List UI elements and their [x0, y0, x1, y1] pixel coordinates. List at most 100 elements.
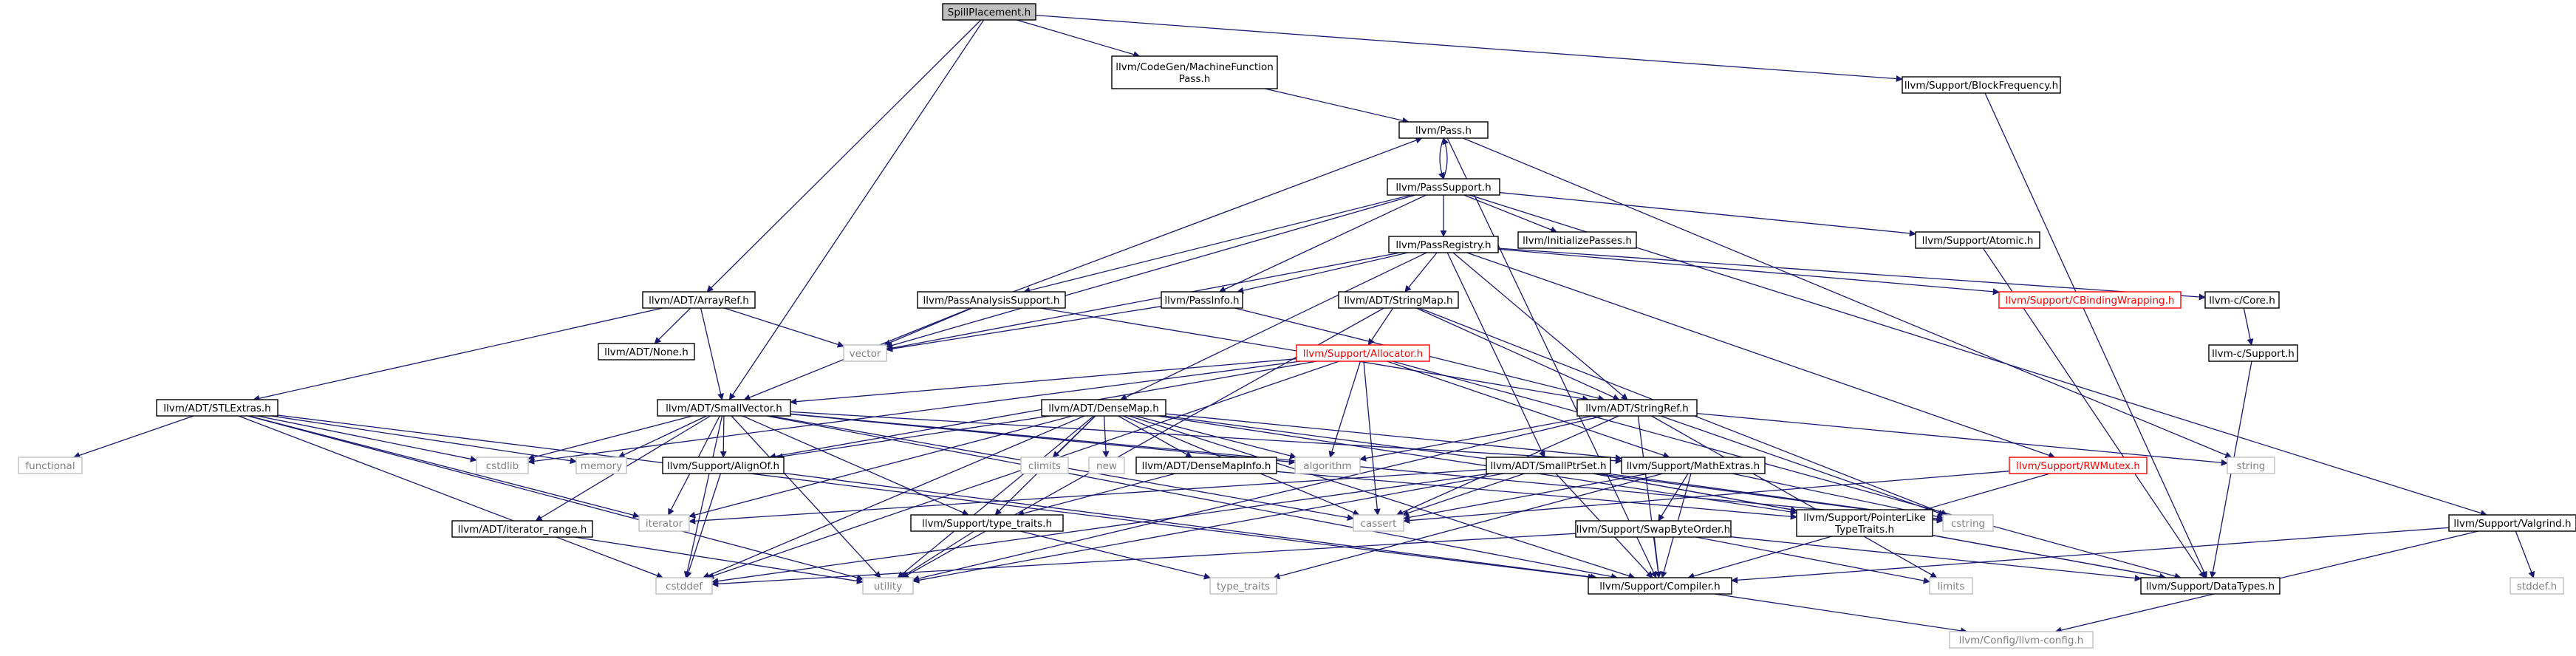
node-stddef: stddef.h — [2510, 577, 2564, 595]
edge-passregistry-to-ccore — [1497, 247, 2206, 301]
node-smallvector[interactable]: llvm/ADT/SmallVector.h — [657, 399, 791, 417]
node-label-functional: functional — [25, 460, 75, 472]
node-box-spill — [942, 3, 1036, 21]
node-box-arrayref — [642, 291, 756, 309]
edge-smallptrset-to-utility — [912, 473, 1504, 584]
node-box-smallptrset — [1486, 457, 1611, 474]
node-stringmap[interactable]: llvm/ADT/StringMap.h — [1338, 291, 1459, 309]
node-box-iterator — [638, 514, 690, 532]
node-iterator: iterator — [638, 514, 690, 532]
node-label-ccore: llvm-c/Core.h — [2209, 295, 2275, 307]
node-rwmutex[interactable]: llvm/Support/RWMutex.h — [2009, 457, 2148, 474]
node-spill[interactable]: SpillPlacement.h — [942, 3, 1036, 21]
node-typetraits[interactable]: llvm/Support/type_traits.h — [910, 514, 1064, 532]
edge-stlextras-to-iterator — [248, 415, 640, 519]
node-box-none — [598, 343, 695, 361]
node-label-initpasses: llvm/InitializePasses.h — [1523, 235, 1632, 247]
node-label-smallptrset: llvm/ADT/SmallPtrSet.h — [1490, 460, 1606, 472]
node-ccore[interactable]: llvm-c/Core.h — [2204, 291, 2280, 309]
node-valgrind[interactable]: llvm/Support/Valgrind.h — [2448, 514, 2576, 532]
edge-stlextras-to-functional — [73, 415, 194, 459]
node-passanalysis[interactable]: llvm/PassAnalysisSupport.h — [917, 291, 1066, 309]
edge-passregistry-to-rwmutex — [1466, 252, 2056, 459]
node-label-passanalysis: llvm/PassAnalysisSupport.h — [923, 295, 1060, 307]
edge-stringref-to-string — [1696, 412, 2228, 466]
edge-smallvector-to-alignof — [720, 415, 727, 458]
node-swapbyte[interactable]: llvm/Support/SwapByteOrder.h — [1575, 520, 1732, 538]
node-vector: vector — [843, 344, 887, 362]
node-mathextras[interactable]: llvm/Support/MathExtras.h — [1621, 457, 1766, 474]
edge-densemap-to-mathextras — [1165, 413, 1622, 462]
edge-swapbyte-to-limits — [1695, 536, 1930, 584]
node-label-blockfreq: llvm/Support/BlockFrequency.h — [1904, 80, 2058, 92]
node-label-iterrange: llvm/ADT/iterator_range.h — [458, 524, 587, 536]
node-label-utility: utility — [874, 581, 902, 592]
node-arrayref[interactable]: llvm/ADT/ArrayRef.h — [642, 291, 756, 309]
edge-iterrange-to-utility — [574, 536, 864, 584]
node-cbinding[interactable]: llvm/Support/CBindingWrapping.h — [1998, 291, 2182, 309]
node-llvmconfig: llvm/Config/llvm-config.h — [1949, 631, 2094, 649]
edge-rwmutex-to-cassert — [1403, 471, 2010, 525]
node-none[interactable]: llvm/ADT/None.h — [598, 343, 695, 361]
node-pass[interactable]: llvm/Pass.h — [1398, 121, 1489, 139]
node-compiler[interactable]: llvm/Support/Compiler.h — [1588, 577, 1732, 595]
node-stlextras[interactable]: llvm/ADT/STLExtras.h — [156, 399, 279, 417]
edge-smallvector-to-utility — [731, 415, 881, 578]
node-box-typetraits — [910, 514, 1064, 532]
node-box-functional — [18, 457, 83, 474]
node-box-cstring — [1942, 514, 1994, 532]
edge-smallvector-to-memory — [618, 415, 707, 458]
node-csupport[interactable]: llvm-c/Support.h — [2208, 344, 2298, 362]
node-box-densemap — [1041, 399, 1166, 417]
node-cstdlib: cstdlib — [476, 457, 529, 474]
edge-densemap-to-ptrlike — [1157, 415, 1797, 516]
node-box-rwmutex — [2009, 457, 2148, 474]
node-smallptrset[interactable]: llvm/ADT/SmallPtrSet.h — [1486, 457, 1611, 474]
node-blockfreq[interactable]: llvm/Support/BlockFrequency.h — [1902, 76, 2061, 94]
node-cstring: cstring — [1942, 514, 1994, 532]
node-passregistry[interactable]: llvm/PassRegistry.h — [1388, 236, 1499, 253]
node-label-typetraits: llvm/Support/type_traits.h — [922, 518, 1052, 530]
node-alignof[interactable]: llvm/Support/AlignOf.h — [662, 457, 785, 474]
node-label-cstdlib: cstdlib — [486, 460, 519, 472]
node-label-iterator: iterator — [646, 518, 683, 530]
node-allocator[interactable]: llvm/Support/Allocator.h — [1296, 344, 1430, 362]
node-box-csupport — [2208, 344, 2298, 362]
edge-stringmap-to-allocator — [1367, 307, 1394, 346]
node-box-atomic — [1915, 231, 2040, 249]
node-densemap[interactable]: llvm/ADT/DenseMap.h — [1041, 399, 1166, 417]
edge-passanalysis-to-pass — [1013, 137, 1423, 293]
node-densemapinfo[interactable]: llvm/ADT/DenseMapInfo.h — [1135, 457, 1277, 474]
node-box-llvmconfig — [1949, 631, 2094, 649]
node-label-string: string — [2237, 460, 2266, 472]
node-label-cassert: cassert — [1361, 518, 1397, 530]
edge-blockfreq-to-datatypes — [1984, 92, 2207, 578]
node-label-ptrlike: llvm/Support/PointerLike — [1803, 512, 1925, 524]
node-box-stddef — [2510, 577, 2564, 595]
edge-arrayref-to-smallvector — [700, 307, 724, 400]
edge-densemap-to-utility — [897, 415, 1095, 578]
edge-passregistry-to-stringmap — [1404, 252, 1438, 293]
node-iterrange[interactable]: llvm/ADT/iterator_range.h — [451, 520, 593, 538]
node-stdtypetraits: type_traits — [1209, 577, 1277, 595]
node-label-spill: SpillPlacement.h — [948, 7, 1031, 18]
node-initpasses[interactable]: llvm/InitializePasses.h — [1517, 231, 1637, 249]
node-atomic[interactable]: llvm/Support/Atomic.h — [1915, 231, 2040, 249]
node-box-new — [1088, 457, 1125, 474]
node-stringref[interactable]: llvm/ADT/StringRef.h — [1576, 399, 1698, 417]
node-label-stringref: llvm/ADT/StringRef.h — [1585, 403, 1689, 414]
edge-swapbyte-to-datatypes — [1730, 536, 2142, 582]
node-passsupport[interactable]: llvm/PassSupport.h — [1387, 178, 1500, 196]
node-datatypes[interactable]: llvm/Support/DataTypes.h — [2140, 577, 2281, 595]
node-box-densemapinfo — [1135, 457, 1277, 474]
edge-alignof-to-compiler — [783, 472, 1598, 581]
node-box-passsupport — [1387, 178, 1500, 196]
edge-smallptrset-to-ptrlike — [1593, 473, 1797, 513]
node-passinfo[interactable]: llvm/PassInfo.h — [1161, 291, 1243, 309]
edge-densemapinfo-to-typetraits — [1017, 473, 1176, 517]
node-label-memory: memory — [581, 460, 622, 472]
edge-typetraits-to-utility — [900, 530, 975, 578]
